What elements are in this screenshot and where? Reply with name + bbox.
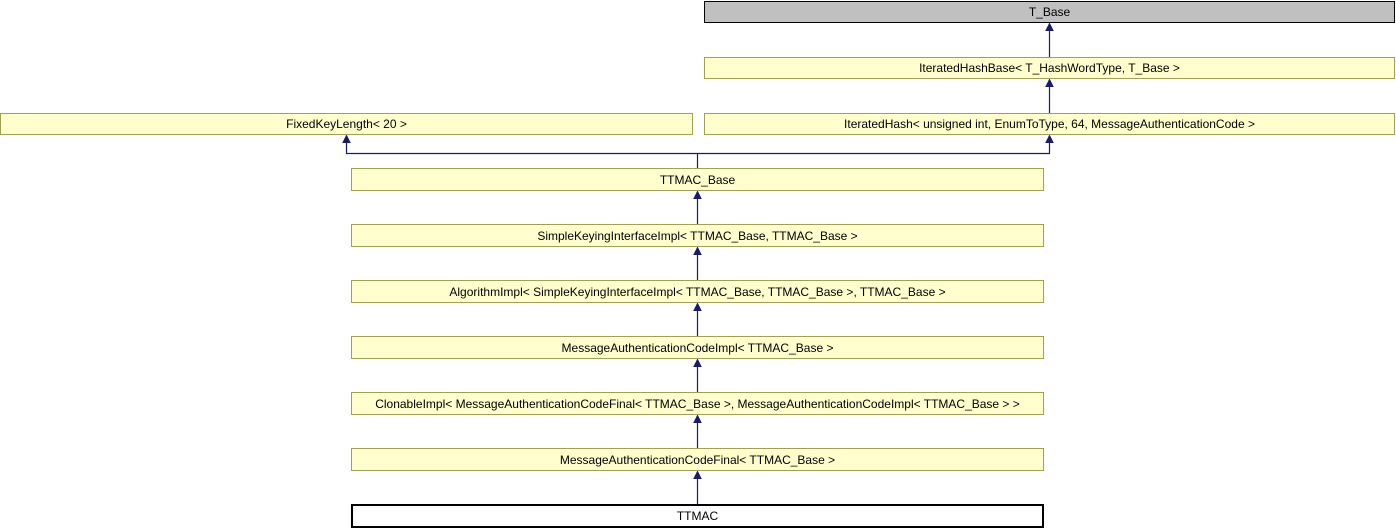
node-t-base: T_Base — [704, 1, 1395, 23]
node-message-authentication-code-impl[interactable]: MessageAuthenticationCodeImpl< TTMAC_Bas… — [351, 336, 1044, 359]
edge-simplekeyinginterfaceimpl-to-ttmacbase — [693, 190, 702, 224]
edge-macimpl-to-algorithmimpl — [693, 302, 702, 336]
edge-macfinal-to-clonableimpl — [693, 414, 702, 448]
edge-iteratedhashbase-to-tbase — [1045, 22, 1054, 57]
edge-ttmacbase-to-fixedkeylength-and-iteratedhash — [342, 134, 1054, 168]
edge-clonableimpl-to-macimpl — [693, 358, 702, 392]
node-message-authentication-code-final[interactable]: MessageAuthenticationCodeFinal< TTMAC_Ba… — [351, 448, 1044, 471]
edge-iteratedhash-to-iteratedhashbase — [1045, 78, 1054, 113]
node-fixed-key-length[interactable]: FixedKeyLength< 20 > — [0, 113, 693, 135]
node-iterated-hash[interactable]: IteratedHash< unsigned int, EnumToType, … — [704, 113, 1395, 135]
node-ttmac-base[interactable]: TTMAC_Base — [351, 168, 1044, 191]
node-algorithm-impl[interactable]: AlgorithmImpl< SimpleKeyingInterfaceImpl… — [351, 280, 1044, 303]
node-ttmac: TTMAC — [351, 504, 1044, 528]
node-iterated-hash-base[interactable]: IteratedHashBase< T_HashWordType, T_Base… — [704, 57, 1395, 79]
edge-algorithmimpl-to-simplekeyinginterfaceimpl — [693, 246, 702, 280]
node-clonable-impl[interactable]: ClonableImpl< MessageAuthenticationCodeF… — [351, 392, 1044, 415]
node-simple-keying-interface-impl[interactable]: SimpleKeyingInterfaceImpl< TTMAC_Base, T… — [351, 224, 1044, 247]
edge-ttmac-to-macfinal — [693, 470, 702, 504]
